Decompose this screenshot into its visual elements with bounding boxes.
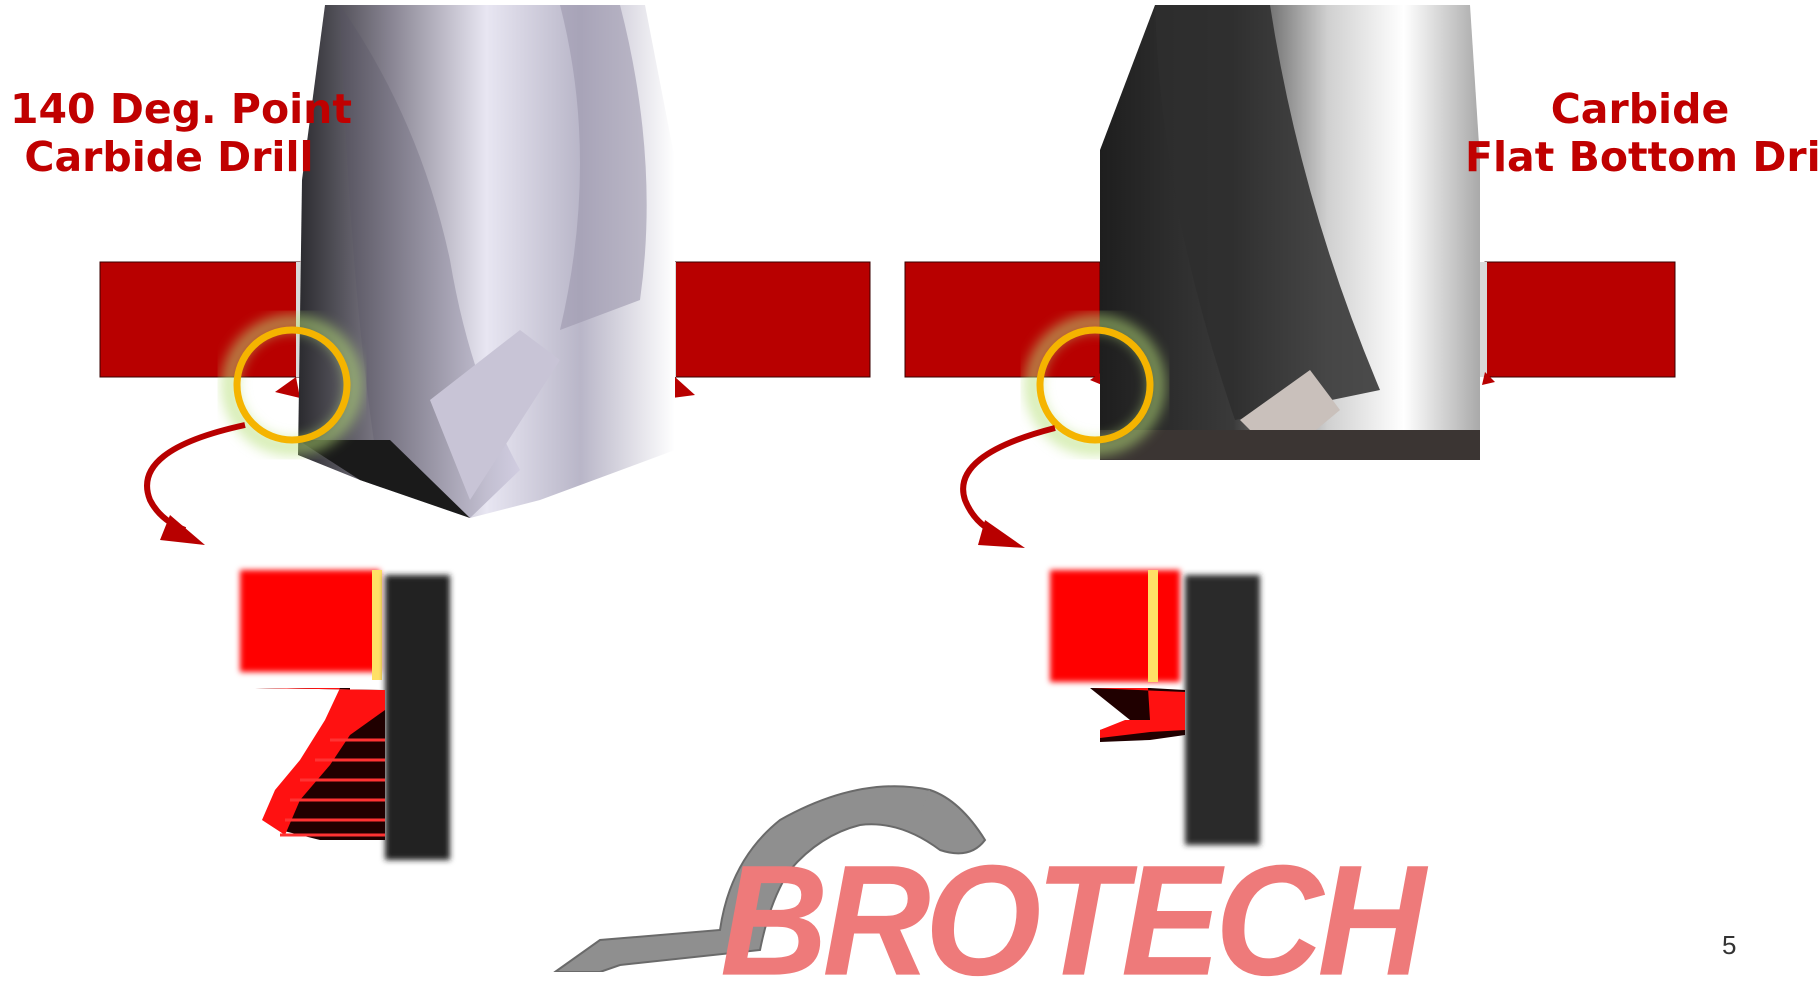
right-zoom-inset [1050,570,1260,845]
brotech-logo-text: BROTECH [720,841,1420,999]
left-label-line1: 140 Deg. Point [10,85,328,133]
left-arrow [147,425,245,545]
left-drill [298,5,675,518]
left-zoom-inset [240,570,450,860]
left-drill-label: 140 Deg. Point Carbide Drill [10,85,328,181]
right-drill-label: Carbide Flat Bottom Drill [1465,85,1815,181]
right-label-line1: Carbide [1465,85,1815,133]
right-arrow [963,428,1055,548]
right-label-line2: Flat Bottom Drill [1465,133,1815,181]
page-number: 5 [1722,930,1736,961]
left-label-line2: Carbide Drill [10,133,328,181]
